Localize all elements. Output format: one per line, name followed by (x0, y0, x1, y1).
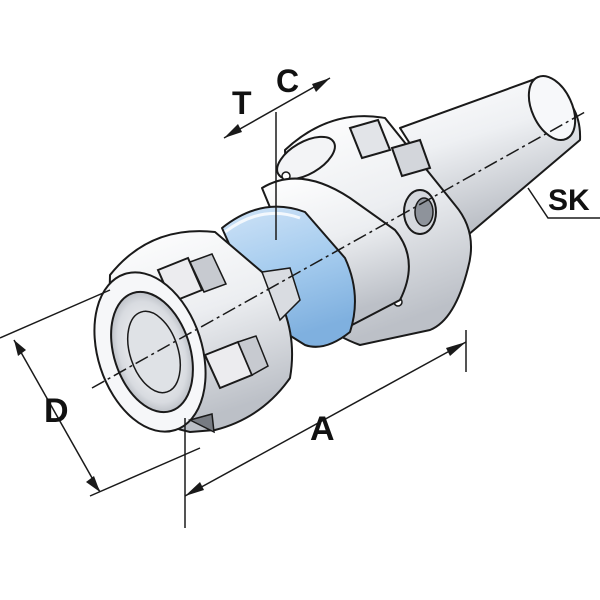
drive-slot (390, 138, 432, 178)
label-t: T (232, 85, 252, 121)
leader-sk: SK (527, 184, 600, 219)
label-d: D (44, 392, 69, 430)
centre-axis (91, 111, 586, 389)
dimension-d: D (0, 289, 201, 497)
label-c: C (276, 63, 299, 99)
dimension-a: A (184, 330, 467, 528)
taper-end-face (527, 75, 577, 141)
dimension-tc: T C (223, 63, 331, 240)
drive-slot (348, 118, 392, 160)
label-sk: SK (548, 184, 590, 217)
label-a: A (310, 410, 335, 448)
collet-nut (93, 230, 301, 434)
